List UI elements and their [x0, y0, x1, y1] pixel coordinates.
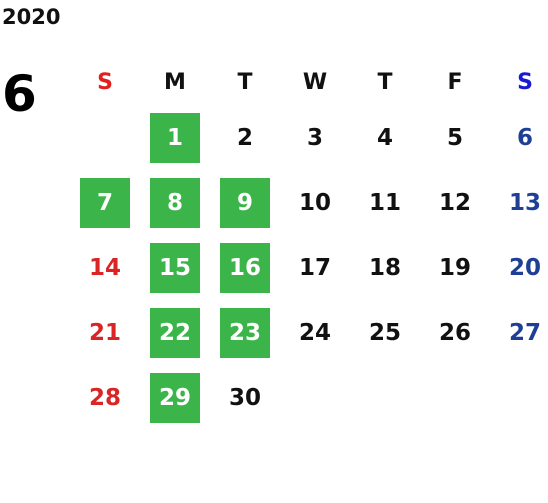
calendar-day[interactable]: 27: [490, 300, 548, 365]
calendar-day-number: 29: [158, 384, 191, 411]
calendar-day[interactable]: 5: [420, 105, 490, 170]
calendar-day[interactable]: 26: [420, 300, 490, 365]
calendar-day-number: 10: [298, 189, 331, 216]
empty-cell: [70, 105, 140, 170]
weekday-header: T: [377, 70, 393, 95]
calendar-day-number: 19: [438, 254, 471, 281]
calendar-day-number: 1: [166, 124, 183, 151]
calendar-day[interactable]: 15: [140, 235, 210, 300]
calendar-day-number: 23: [228, 319, 261, 346]
calendar-day-number: 21: [88, 319, 121, 346]
calendar-day-number: 25: [368, 319, 401, 346]
calendar-day-number: 5: [446, 124, 463, 151]
calendar-day[interactable]: 3: [280, 105, 350, 170]
calendar-day-number: 15: [158, 254, 191, 281]
calendar-day-number: 8: [166, 189, 183, 216]
calendar-day[interactable]: 8: [140, 170, 210, 235]
calendar-day[interactable]: 7: [70, 170, 140, 235]
calendar-day-number: 7: [96, 189, 113, 216]
calendar-day-number: 30: [228, 384, 261, 411]
weekday-header: S: [517, 70, 533, 95]
calendar-day[interactable]: 4: [350, 105, 420, 170]
weekday-header: T: [237, 70, 253, 95]
calendar-day[interactable]: 19: [420, 235, 490, 300]
weekday-header: W: [302, 70, 328, 95]
calendar-day-number: 4: [376, 124, 393, 151]
calendar-day[interactable]: 30: [210, 365, 280, 430]
calendar-day[interactable]: 23: [210, 300, 280, 365]
calendar-day-number: 14: [88, 254, 121, 281]
weekday-header: F: [447, 70, 463, 95]
calendar-day[interactable]: 14: [70, 235, 140, 300]
calendar-day-number: 27: [508, 319, 541, 346]
calendar-day-number: 28: [88, 384, 121, 411]
calendar-month: 6: [2, 65, 37, 123]
calendar-day[interactable]: 16: [210, 235, 280, 300]
calendar-year: 2020: [2, 5, 61, 29]
calendar-day-number: 16: [228, 254, 261, 281]
calendar-day[interactable]: 11: [350, 170, 420, 235]
weekday-header: M: [164, 70, 186, 95]
calendar-day[interactable]: 13: [490, 170, 548, 235]
calendar-day-number: 20: [508, 254, 541, 281]
calendar-day[interactable]: 24: [280, 300, 350, 365]
calendar-day-number: 6: [516, 124, 533, 151]
calendar-day-number: 17: [298, 254, 331, 281]
calendar-day[interactable]: 6: [490, 105, 548, 170]
calendar-day[interactable]: 2: [210, 105, 280, 170]
calendar-day[interactable]: 22: [140, 300, 210, 365]
calendar-day-number: 12: [438, 189, 471, 216]
calendar-day-number: 22: [158, 319, 191, 346]
calendar-day-number: 3: [306, 124, 323, 151]
calendar-day-number: 11: [368, 189, 401, 216]
calendar-day-number: 2: [236, 124, 253, 151]
calendar-day[interactable]: 18: [350, 235, 420, 300]
calendar-day-number: 18: [368, 254, 401, 281]
calendar-day[interactable]: 25: [350, 300, 420, 365]
calendar-day[interactable]: 12: [420, 170, 490, 235]
calendar-day[interactable]: 29: [140, 365, 210, 430]
calendar-day[interactable]: 10: [280, 170, 350, 235]
calendar-day-number: 13: [508, 189, 541, 216]
calendar-day[interactable]: 17: [280, 235, 350, 300]
calendar-day[interactable]: 9: [210, 170, 280, 235]
weekday-header: S: [97, 70, 113, 95]
calendar-day[interactable]: 20: [490, 235, 548, 300]
calendar-day-number: 26: [438, 319, 471, 346]
calendar-day[interactable]: 1: [140, 105, 210, 170]
calendar-day[interactable]: 28: [70, 365, 140, 430]
calendar-day-number: 24: [298, 319, 331, 346]
calendar-day-number: 9: [236, 189, 253, 216]
calendar-day[interactable]: 21: [70, 300, 140, 365]
